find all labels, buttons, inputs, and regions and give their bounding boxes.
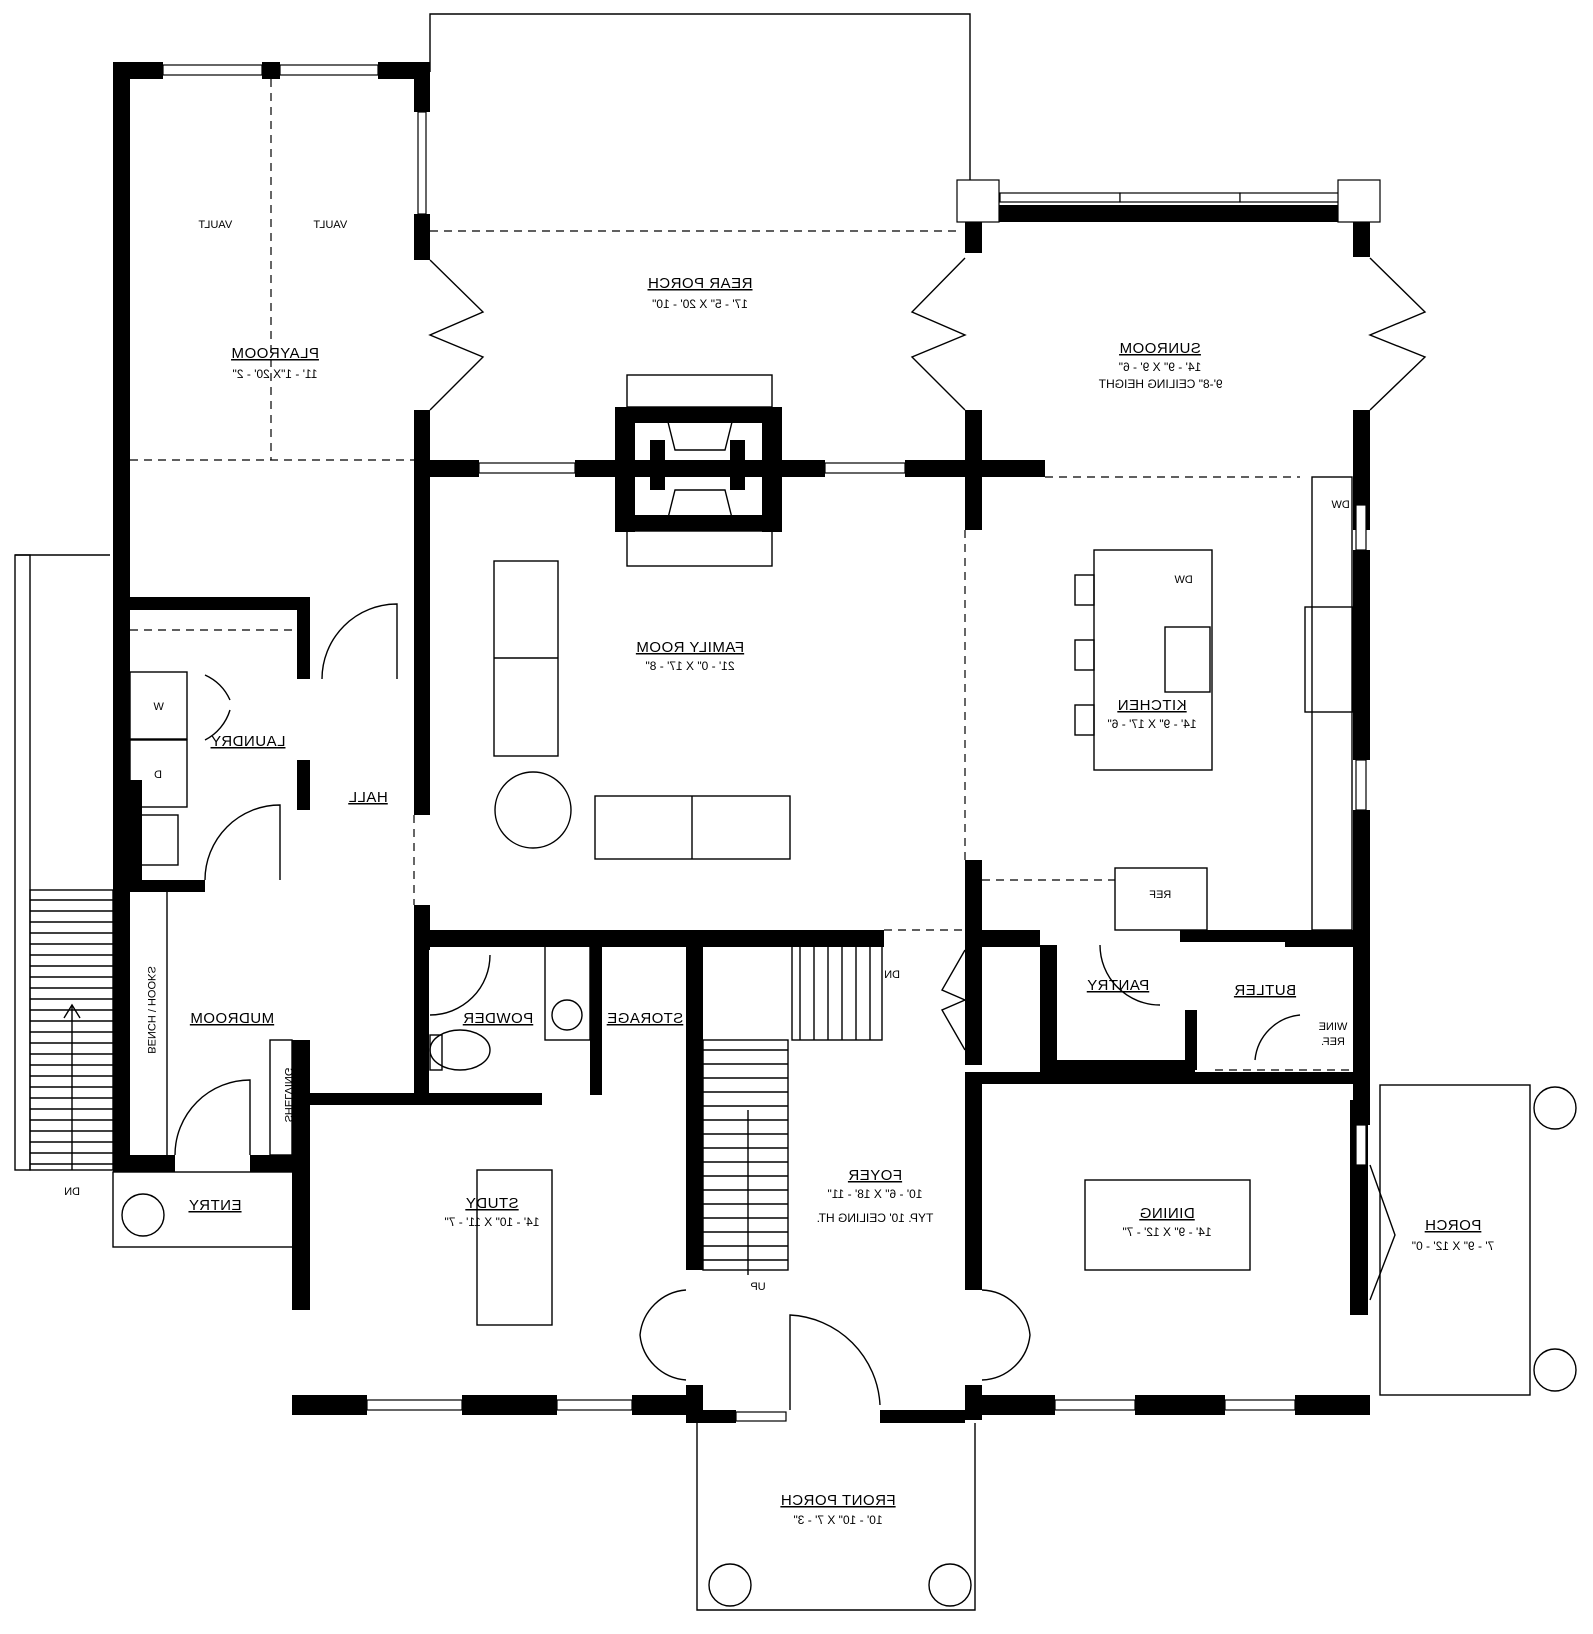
wine-label-line1: WINE [1319, 1021, 1348, 1033]
sunroom-note: 9'-8" CEILING HEIGHT [1098, 377, 1223, 391]
foyer-name: FOYER [848, 1167, 902, 1184]
playroom-name: PLAYROOM [231, 345, 319, 362]
stair-up: UP [750, 1281, 765, 1293]
entry-name: ENTRY [188, 1197, 241, 1214]
dining-dim: 14' - 9" X 12' - 7" [1122, 1225, 1211, 1239]
dryer-label: D [154, 769, 162, 781]
windows [162, 64, 1381, 1422]
rear-porch-dim: 17' - 5" X 20' - 10" [652, 297, 748, 311]
mudroom-name: MUDROOM [190, 1010, 274, 1027]
family-room-dim: 21' - 0" X 17' - 8" [645, 659, 734, 673]
ref-label: REF [1149, 889, 1171, 901]
vault-left: VAULT [198, 219, 232, 231]
rear-porch-outline [429, 13, 971, 232]
porch-dim: 7' - 9" X 12' - 0" [1412, 1239, 1494, 1253]
dw-island-label: DW [1174, 574, 1193, 586]
vault-right: VAULT [313, 219, 347, 231]
storage-name: STORAGE [607, 1010, 684, 1027]
fixtures [112, 374, 1577, 1611]
front-porch-name: FRONT PORCH [780, 1492, 895, 1509]
foyer-note: TYP. 10' CEILING HT. [817, 1211, 934, 1225]
stair-dn-side: DN [64, 1186, 80, 1198]
dw-wall-label: DW [1331, 499, 1350, 511]
washer-label: W [153, 701, 164, 713]
doors [174, 257, 1427, 1410]
study-dim: 14' - 10" X 11' - 7" [445, 1215, 540, 1229]
foyer-dim: 10' - 6" X 18' - 11" [828, 1187, 923, 1201]
stair-dn-upper: DN [884, 969, 900, 981]
study-name: STUDY [465, 1195, 518, 1212]
room-labels: REAR PORCH 17' - 5" X 20' - 10" PLAYROOM… [64, 219, 1494, 1527]
dashed-lines [130, 79, 1350, 1071]
stair-treads [30, 899, 871, 1261]
dining-name: DINING [1139, 1205, 1195, 1222]
powder-name: POWDER [463, 1010, 534, 1027]
shelving-label: SHELVING [282, 1068, 294, 1123]
wine-label-line2: REF. [1321, 1036, 1345, 1048]
porch-name: PORCH [1425, 1217, 1482, 1234]
rear-porch-name: REAR PORCH [647, 275, 752, 292]
butler-name: BUTLER [1234, 982, 1296, 999]
kitchen-name: KITCHEN [1117, 697, 1186, 714]
sunroom-name: SUNROOM [1119, 340, 1201, 357]
playroom-dim: 11' - 1"X 20' - 2" [233, 367, 318, 381]
front-porch-dim: 10' - 10" X 7' - 3" [793, 1513, 882, 1527]
family-room-name: FAMILY ROOM [636, 639, 744, 656]
hall-name: HALL [348, 789, 388, 806]
bench-hooks-label: BENCH \ HOOKS [145, 966, 157, 1053]
kitchen-dim: 14' - 9" X 17' - 6" [1107, 717, 1196, 731]
laundry-name: LAUNDRY [211, 733, 286, 750]
pantry-name: PANTRY [1087, 977, 1149, 994]
sunroom-dim: 14' - 9" X 9' - 6" [1119, 360, 1201, 374]
